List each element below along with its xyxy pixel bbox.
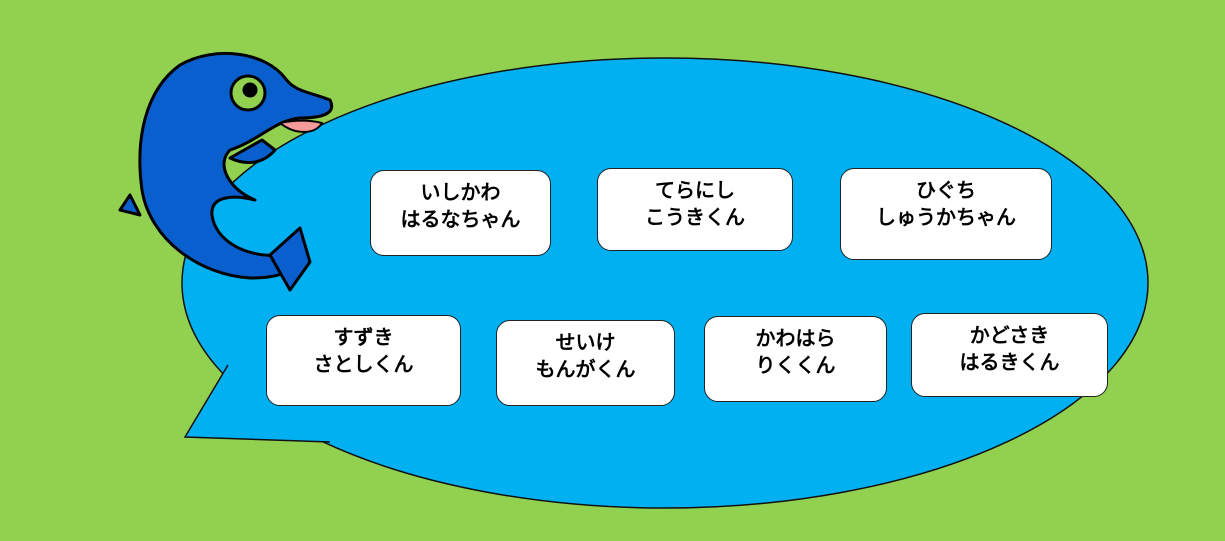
- given-name: しゅうかちゃん: [876, 205, 1016, 229]
- family-name: てらにし: [655, 178, 735, 202]
- name-card: すずき さとしくん: [266, 315, 461, 406]
- family-name: かどさき: [969, 323, 1050, 347]
- dolphin-icon: [118, 51, 334, 292]
- given-name: はるなちゃん: [400, 207, 521, 231]
- name-card: ひぐち しゅうかちゃん: [840, 168, 1052, 260]
- given-name: こうきくん: [645, 205, 745, 229]
- family-name: すずき: [333, 325, 394, 349]
- name-card: てらにし こうきくん: [597, 168, 793, 251]
- name-card: せいけ もんがくん: [496, 320, 675, 406]
- family-name: ひぐち: [916, 178, 976, 202]
- speech-bubble: [181, 57, 1149, 509]
- given-name: もんがくん: [535, 357, 636, 381]
- name-card: かわはら りくくん: [704, 316, 887, 402]
- family-name: せいけ: [555, 330, 616, 354]
- name-card: いしかわ はるなちゃん: [370, 170, 551, 256]
- given-name: はるきくん: [959, 350, 1060, 374]
- given-name: さとしくん: [313, 352, 414, 376]
- family-name: いしかわ: [420, 180, 501, 204]
- family-name: かわはら: [755, 326, 836, 350]
- given-name: りくくん: [755, 353, 836, 377]
- name-card: かどさき はるきくん: [911, 313, 1108, 397]
